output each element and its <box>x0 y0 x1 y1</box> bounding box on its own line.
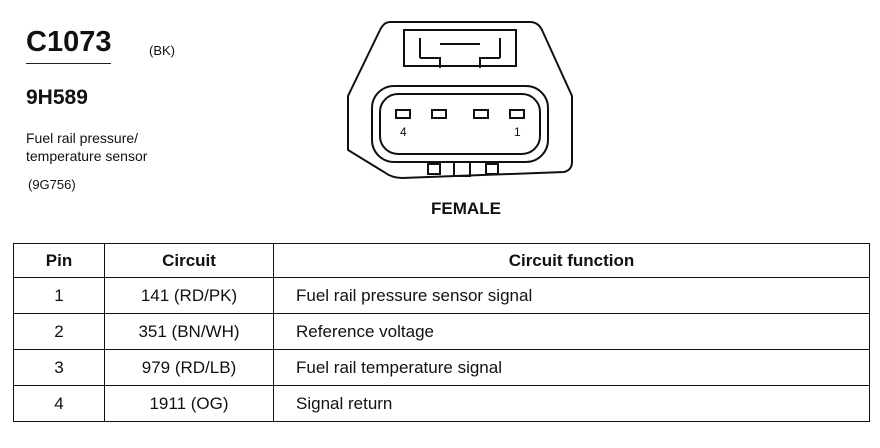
pin-circuit-table: Pin Circuit Circuit function 1 141 (RD/P… <box>13 243 870 422</box>
connector-housing-outline <box>347 21 573 180</box>
pin-cell: 1 <box>13 277 105 314</box>
component-number: (9G756) <box>28 177 76 192</box>
circuit-cell: 351 (BN/WH) <box>104 313 274 350</box>
header-pin: Pin <box>13 243 105 278</box>
table-header-row: Pin Circuit Circuit function <box>13 243 870 278</box>
connector-gender: FEMALE <box>431 199 501 218</box>
function-cell: Signal return <box>273 385 870 422</box>
header-circuit: Circuit <box>104 243 274 278</box>
key-right <box>485 163 499 175</box>
component-description: Fuel rail pressure/ temperature sensor <box>26 130 148 164</box>
pin-terminal-3 <box>431 109 447 119</box>
circuit-cell: 1911 (OG) <box>104 385 274 422</box>
connector-color-code: (BK) <box>149 43 175 58</box>
connector-face-diagram: 4 1 <box>347 21 573 180</box>
key-center <box>453 161 471 177</box>
function-cell: Fuel rail pressure sensor signal <box>273 277 870 314</box>
pin-cell: 4 <box>13 385 105 422</box>
pin-terminal-2 <box>473 109 489 119</box>
key-left <box>427 163 441 175</box>
locking-tab <box>403 29 517 67</box>
pin-terminal-4 <box>395 109 411 119</box>
pin-label-left: 4 <box>400 125 407 139</box>
circuit-cell: 979 (RD/LB) <box>104 349 274 386</box>
header-circuit-function: Circuit function <box>273 243 870 278</box>
function-cell: Reference voltage <box>273 313 870 350</box>
circuit-cell: 141 (RD/PK) <box>104 277 274 314</box>
table-row: 4 1911 (OG) Signal return <box>13 385 870 422</box>
table-row: 1 141 (RD/PK) Fuel rail pressure sensor … <box>13 277 870 314</box>
pin-cell: 2 <box>13 313 105 350</box>
function-cell: Fuel rail temperature signal <box>273 349 870 386</box>
connector-id: C1073 <box>26 26 112 64</box>
table-row: 2 351 (BN/WH) Reference voltage <box>13 313 870 350</box>
pin-terminal-1 <box>509 109 525 119</box>
table-row: 3 979 (RD/LB) Fuel rail temperature sign… <box>13 349 870 386</box>
part-number: 9H589 <box>26 86 88 109</box>
pin-cell: 3 <box>13 349 105 386</box>
pin-label-right: 1 <box>514 125 521 139</box>
pin-cavity <box>371 85 549 163</box>
